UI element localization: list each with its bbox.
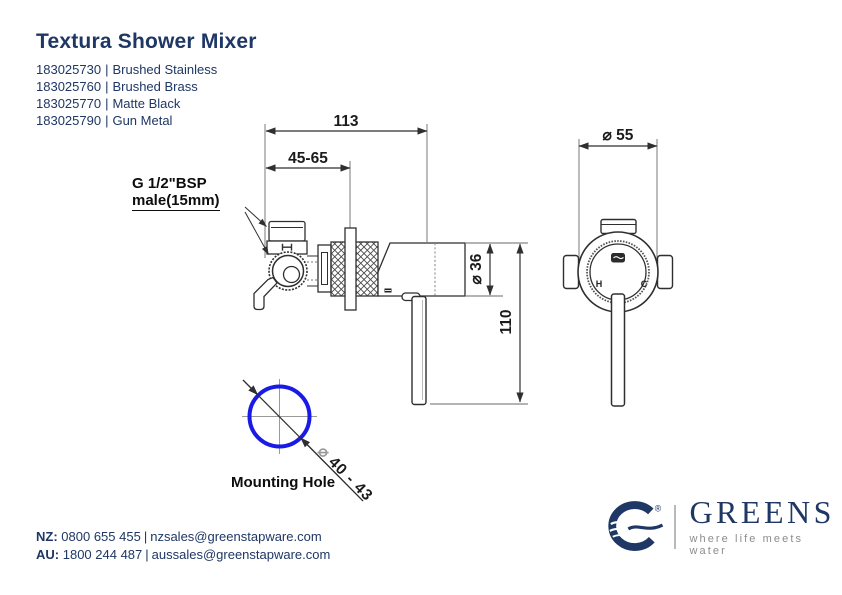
bsp-thread-label-line1: G 1/2"BSP [132, 175, 207, 192]
contact-separator: | [145, 546, 149, 562]
mounting-hole-label: Mounting Hole [231, 474, 336, 491]
product-code-row: 183025770|Matte Black [36, 95, 217, 112]
product-code-row: 183025760|Brushed Brass [36, 78, 217, 95]
right-tab [656, 254, 674, 290]
brand-tagline: where life meets water [689, 533, 804, 557]
brand-chip-wave-icon [613, 256, 624, 260]
pipe-lines [307, 255, 318, 287]
dim-110-value: 110 [498, 309, 515, 334]
email-address: aussales@greenstapware.com [151, 546, 331, 562]
code-separator: | [105, 96, 109, 111]
product-code-row: 183025730|Brushed Stainless [36, 61, 217, 78]
wall-plate [344, 227, 357, 311]
bsp-leaders [244, 206, 269, 255]
contact-separator: | [143, 529, 148, 544]
inlet-port [268, 220, 306, 242]
bsp-thread-label: G 1/2"BSP male(15mm) [132, 175, 220, 211]
front-view: H C [562, 218, 674, 407]
product-finish: Brushed Stainless [112, 62, 218, 77]
region-label: NZ: [36, 529, 58, 544]
dim-4565-value: 45-65 [288, 150, 328, 167]
side-view [253, 220, 466, 406]
product-sku: 183025770 [36, 96, 102, 111]
product-finish: Matte Black [112, 96, 181, 111]
code-separator: | [105, 113, 109, 128]
retainer-slot [321, 252, 328, 285]
left-tab [562, 254, 580, 290]
hole-dim-arrow-1 [242, 379, 259, 396]
product-sku: 183025790 [36, 113, 102, 128]
logo-divider [674, 504, 677, 549]
faceplate-knurl-ring [586, 240, 650, 304]
mixer-body [377, 242, 466, 297]
product-finish: Brushed Brass [112, 79, 198, 94]
outlet-bore [282, 265, 301, 284]
code-separator: | [105, 79, 109, 94]
product-code-row: 183025790|Gun Metal [36, 112, 217, 129]
phone-number: 0800 655 455 [61, 529, 141, 544]
brand-logo: ® GREENS where life meets water [601, 496, 842, 557]
bsp-thread-label-line2: male(15mm) [132, 192, 220, 211]
brand-text-block: GREENS where life meets water [689, 496, 842, 557]
handle-front [610, 293, 626, 407]
bracket-leg [253, 276, 278, 311]
product-sku: 183025760 [36, 79, 102, 94]
greens-wave-g-icon: ® [608, 500, 664, 551]
contact-row-au: AU: 1800 244 487|aussales@greenstapware.… [36, 546, 330, 564]
extension-lines [264, 124, 658, 405]
product-sku: 183025730 [36, 62, 102, 77]
dimensions [265, 127, 658, 403]
phone-number: 1800 244 487 [62, 546, 143, 562]
dim-36-value: ⌀ 36 [468, 253, 485, 284]
region-label: AU: [36, 546, 60, 562]
dim-113-value: 113 [333, 113, 358, 130]
valve-ibeam-mark [281, 243, 293, 251]
cold-marking: C [641, 279, 648, 289]
page-title: Textura Shower Mixer [36, 30, 257, 53]
product-code-list: 183025730|Brushed Stainless 183025760|Br… [36, 61, 217, 129]
contact-footer: NZ: 0800 655 455|nzsales@greenstapware.c… [36, 528, 330, 563]
handle-side [411, 295, 427, 406]
faceplate-inner [589, 243, 647, 301]
hot-marking: H [596, 279, 603, 289]
brand-name: GREENS [689, 494, 835, 530]
product-finish: Gun Metal [112, 113, 173, 128]
mounting-hole-circle [247, 384, 312, 449]
code-separator: | [105, 62, 109, 77]
contact-row-nz: NZ: 0800 655 455|nzsales@greenstapware.c… [36, 528, 330, 546]
dim-55-value: ⌀ 55 [603, 127, 634, 144]
hole-dim-arrow-2 [300, 437, 364, 502]
dimension-labels: 113 45-65 ⌀ 55 ⌀ 36 110 [288, 113, 634, 335]
registered-mark: ® [655, 503, 662, 513]
email-address: nzsales@greenstapware.com [150, 529, 322, 544]
